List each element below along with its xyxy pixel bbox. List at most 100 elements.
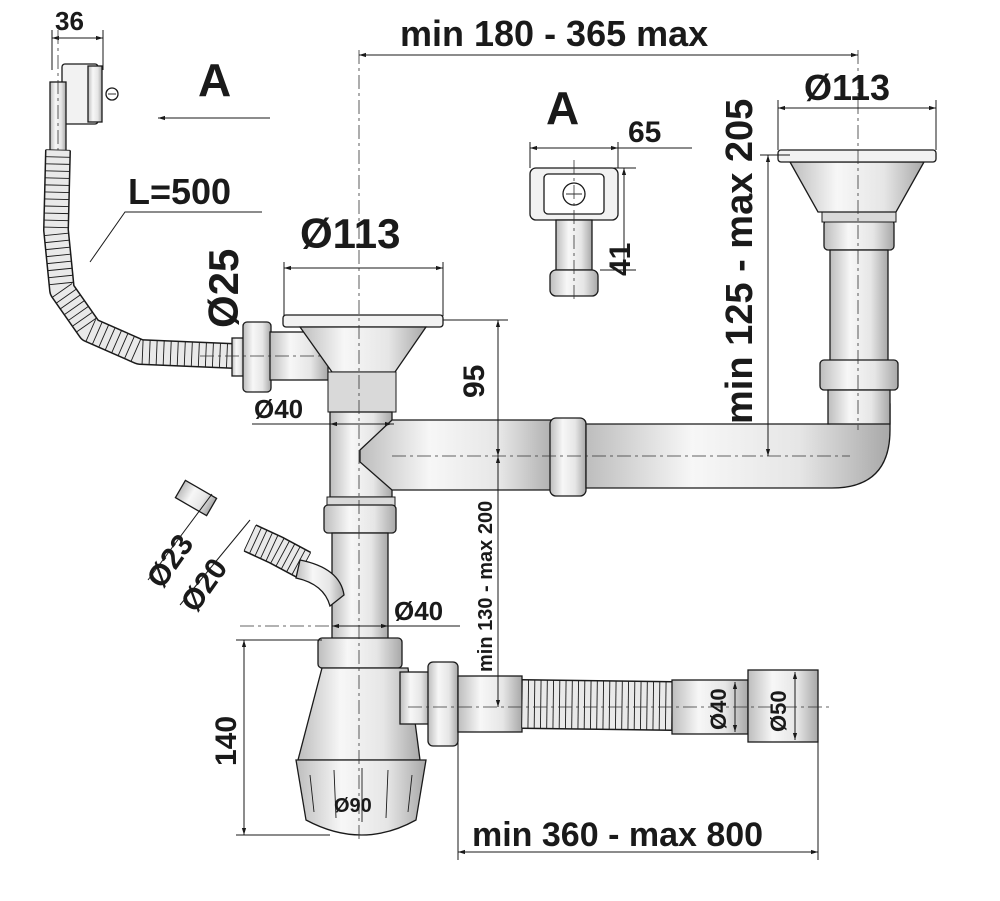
hose-rib bbox=[621, 681, 623, 730]
overflow-flange bbox=[87, 65, 103, 123]
hose-rib bbox=[111, 330, 122, 353]
view-a-arrow-label: A bbox=[198, 54, 231, 106]
hose-rib bbox=[197, 342, 200, 367]
left-basket-assembly bbox=[240, 50, 561, 840]
hose-rib bbox=[155, 340, 158, 365]
left-basket-dia-label: Ø113 bbox=[300, 210, 400, 257]
hose-rib bbox=[48, 274, 73, 279]
outlet-pipe bbox=[457, 675, 523, 733]
hose-rib bbox=[602, 681, 605, 730]
hose-rib bbox=[254, 530, 268, 556]
tee-nut bbox=[323, 504, 397, 534]
trap-outlet-stub bbox=[399, 671, 431, 725]
hose-rib bbox=[633, 681, 636, 730]
hose-rib bbox=[583, 680, 586, 729]
hose-rib bbox=[552, 680, 555, 729]
hose-rib bbox=[141, 340, 144, 365]
hose-rib bbox=[169, 341, 172, 366]
hose-rib bbox=[130, 339, 142, 362]
hose-length-label: L=500 bbox=[128, 171, 231, 212]
right-nut bbox=[549, 417, 587, 497]
hose-rib bbox=[85, 319, 97, 342]
dim-36-label: 36 bbox=[55, 6, 84, 36]
hose-rib bbox=[44, 226, 69, 229]
side-inlet-assembly bbox=[147, 479, 345, 608]
view-a-detail bbox=[529, 142, 692, 300]
hose-connector bbox=[231, 337, 245, 377]
hose-rib bbox=[608, 681, 611, 730]
lower-pipe-dia-label: Ø40 bbox=[394, 596, 443, 626]
left-basket-rim bbox=[282, 314, 444, 328]
hose-rib bbox=[260, 532, 273, 559]
hose-rib bbox=[558, 680, 561, 729]
hose-rib bbox=[47, 260, 72, 265]
vertical-range-label: min 130 - max 200 bbox=[475, 501, 497, 672]
hose-rib bbox=[60, 294, 81, 310]
hose-rib bbox=[646, 681, 648, 730]
hose-rib bbox=[183, 341, 186, 366]
hose-rib bbox=[46, 253, 71, 258]
outlet-nut bbox=[427, 661, 459, 747]
hose-rib bbox=[56, 288, 77, 304]
right-basket-dia-label: Ø113 bbox=[804, 67, 890, 108]
side-inlet-cap bbox=[174, 479, 218, 517]
hose-rib bbox=[211, 343, 214, 368]
hose-rib bbox=[218, 343, 221, 368]
hose-rib bbox=[72, 311, 93, 327]
hose-rib bbox=[45, 177, 70, 179]
hose-rib bbox=[92, 322, 103, 345]
hose-rib bbox=[275, 541, 290, 567]
hose-rib bbox=[627, 681, 630, 730]
right-height-label: min 125 - max 205 bbox=[719, 99, 761, 424]
hose-rib bbox=[162, 340, 165, 366]
hose-rib bbox=[265, 535, 279, 562]
hose-rib bbox=[45, 184, 70, 186]
outlet-dia-50-label: Ø50 bbox=[766, 690, 791, 732]
side-inlet-elbow bbox=[295, 559, 345, 608]
hose-rib bbox=[45, 246, 70, 251]
hose-rib bbox=[45, 163, 70, 165]
hose-rib bbox=[658, 681, 661, 730]
left-pipe-dia-label: Ø40 bbox=[254, 394, 303, 424]
hose-rib bbox=[45, 170, 70, 172]
hose-rib bbox=[148, 340, 151, 365]
hose-rib bbox=[204, 342, 207, 367]
hose-rib bbox=[176, 341, 179, 366]
labels: 36 A L=500 Ø25 Ø113 Ø40 min 180 - 365 ma… bbox=[55, 6, 890, 854]
trap-height-label: 140 bbox=[210, 716, 243, 766]
right-lower-nut bbox=[819, 359, 899, 391]
hose-rib bbox=[286, 546, 301, 572]
hose-rib bbox=[124, 336, 135, 359]
hose-rib bbox=[44, 198, 69, 201]
hose-rib bbox=[44, 212, 69, 215]
hose-rib bbox=[243, 525, 257, 551]
hose-rib bbox=[527, 680, 530, 729]
hose-rib bbox=[533, 680, 536, 729]
outlet-corrugated-hose bbox=[521, 679, 673, 731]
span-label: min 180 - 365 max bbox=[400, 13, 708, 54]
hose-rib bbox=[291, 549, 306, 575]
outlet-sleeve-50 bbox=[747, 669, 819, 743]
hose-rib bbox=[639, 681, 642, 730]
hose-rib bbox=[577, 680, 580, 729]
overflow-corrugated-hose bbox=[43, 149, 235, 369]
hose-rib bbox=[190, 342, 193, 367]
right-pipe-bend bbox=[827, 389, 891, 425]
hose-rib bbox=[652, 681, 655, 730]
hose-rib bbox=[76, 317, 97, 333]
hose-rib bbox=[45, 156, 70, 158]
hose-rib bbox=[589, 680, 592, 729]
hose-rib bbox=[44, 205, 69, 208]
outlet-length-label: min 360 - max 800 bbox=[472, 816, 763, 854]
hose-rib bbox=[281, 543, 296, 569]
overflow-dia-label: Ø25 bbox=[200, 249, 247, 328]
left-basket-thread bbox=[327, 371, 397, 413]
hose-rib bbox=[68, 306, 89, 321]
view-a-width-label: 65 bbox=[628, 116, 661, 149]
hose-rib bbox=[104, 327, 116, 351]
hose-rib bbox=[98, 324, 109, 348]
hose-rib bbox=[44, 191, 69, 193]
hose-rib bbox=[521, 679, 523, 729]
trap-nut bbox=[317, 637, 403, 669]
tee-branch bbox=[359, 419, 561, 491]
